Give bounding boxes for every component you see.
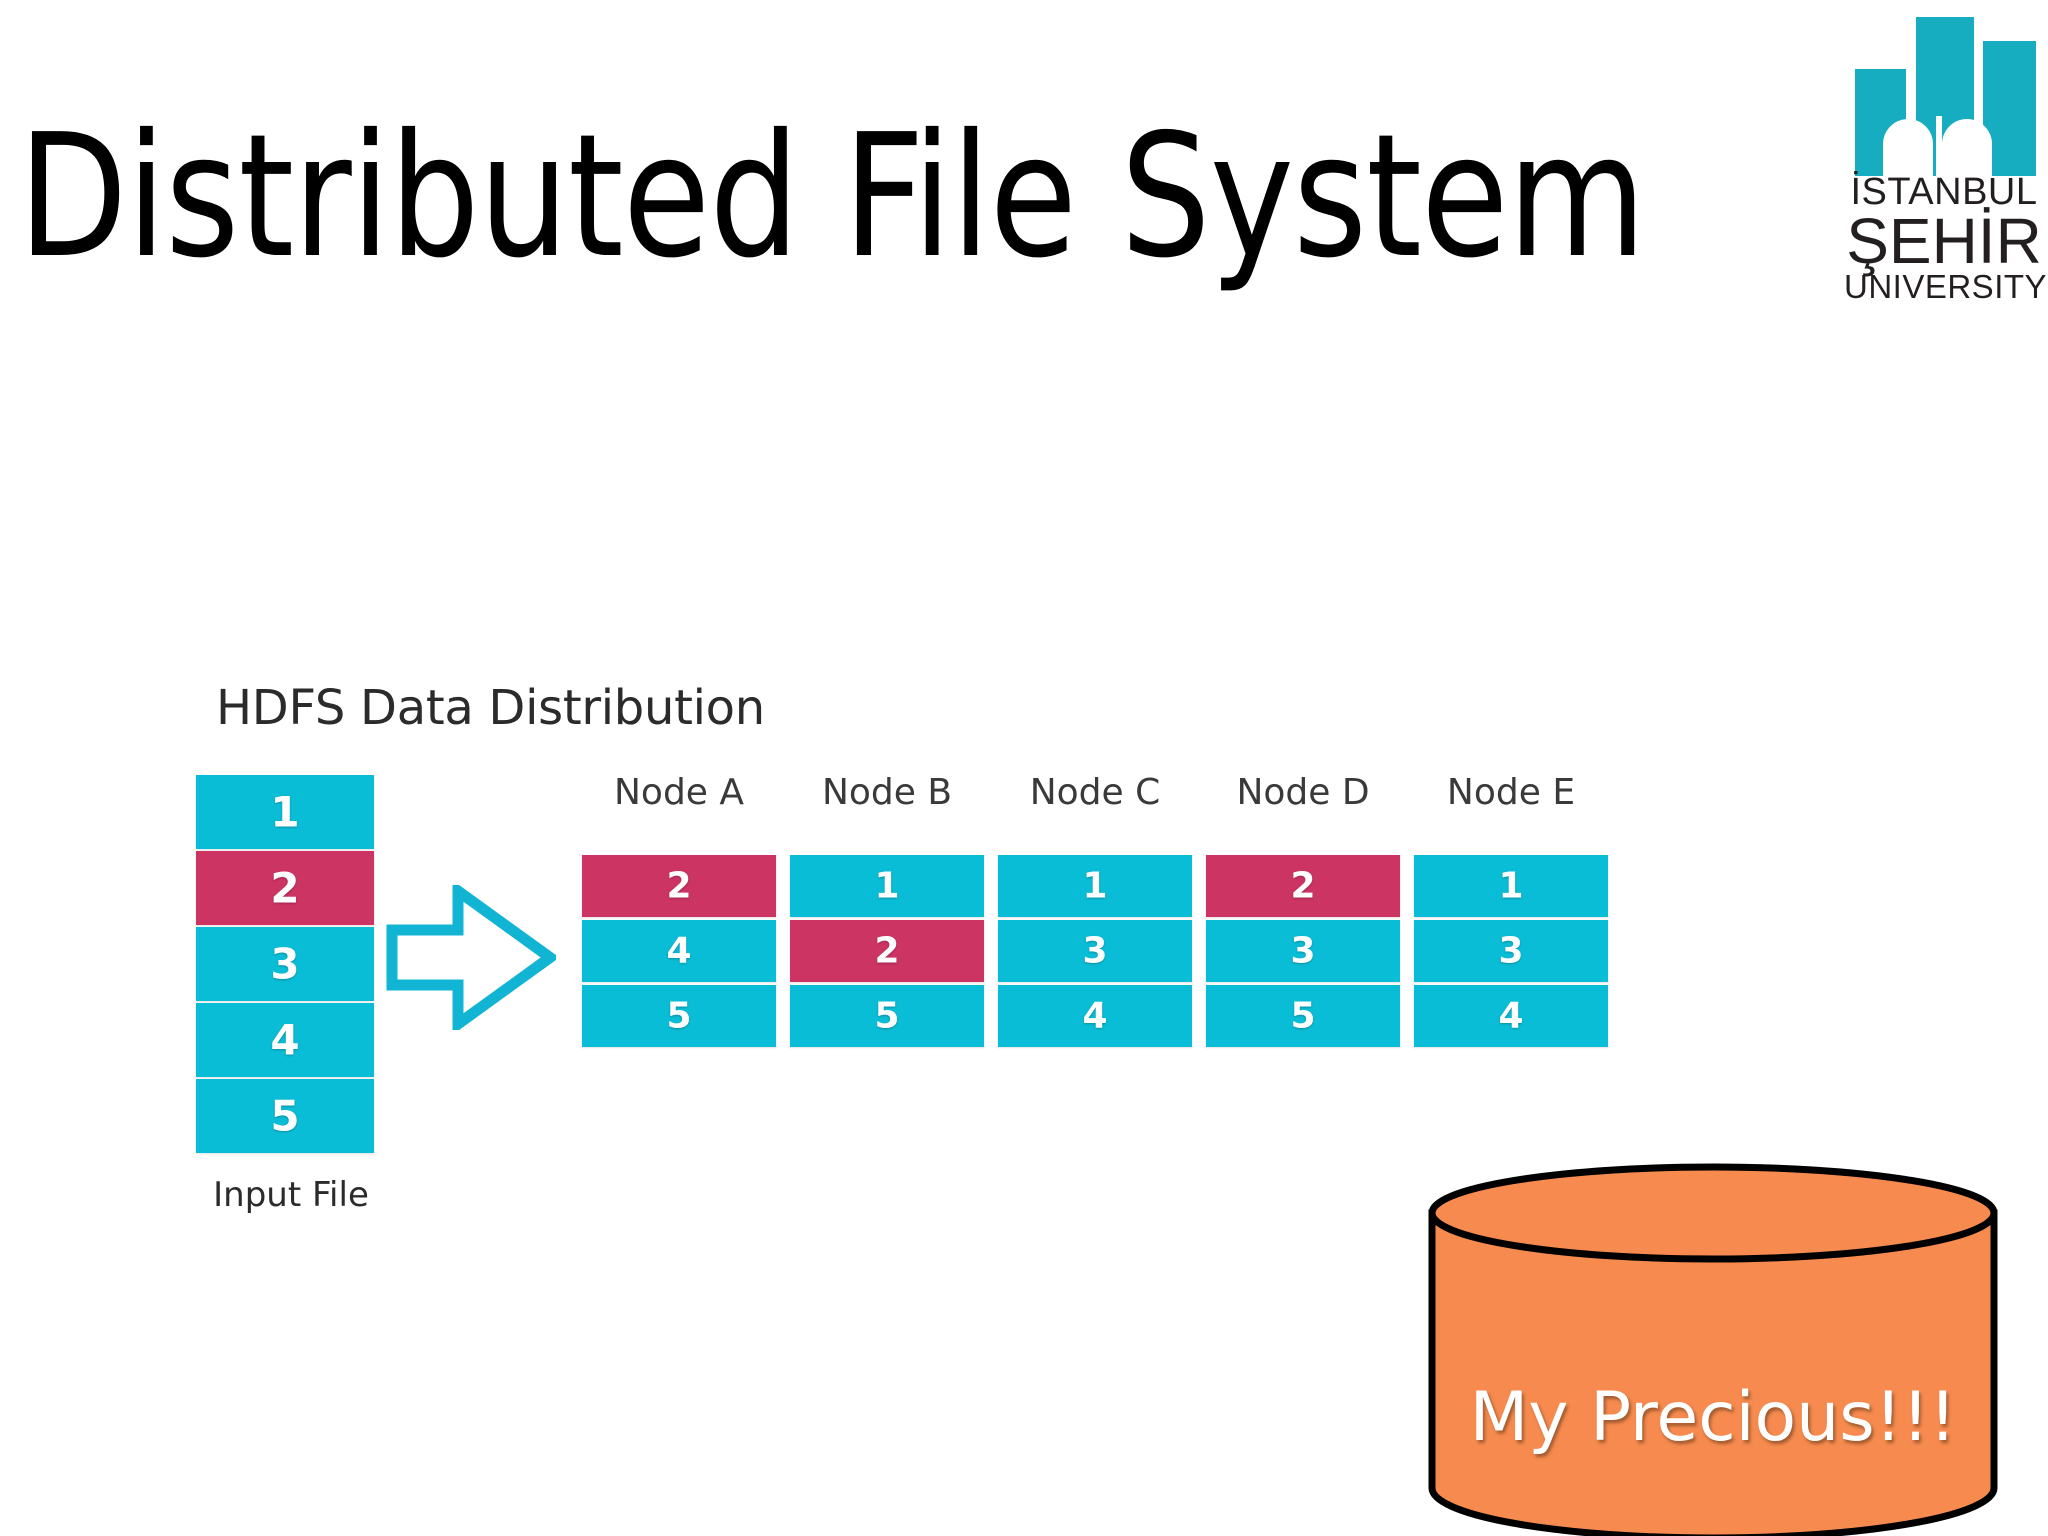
logo-wordmark: İSTANBUL ŞEHİR UNIVERSITY [1844,171,2048,305]
node-data-block-label: 4 [1082,995,1108,1037]
node-data-block: 3 [1206,920,1400,982]
node-data-block-label: 4 [1498,995,1524,1037]
node-data-block-label: 3 [1082,930,1108,972]
input-file-block-label: 2 [270,863,300,913]
node-data-block: 1 [998,855,1192,917]
node-column-node-b: Node B 1 2 5 [790,772,984,1050]
node-column-node-c: Node C 1 3 4 [998,772,1192,1050]
node-data-block: 1 [790,855,984,917]
input-file-block-label: 5 [270,1091,300,1141]
input-file-block: 1 [196,775,374,849]
input-file-stack: 1 2 3 4 5 [196,775,374,1155]
university-logo: İSTANBUL ŞEHİR UNIVERSITY [1844,4,2047,304]
cylinder-shape-icon [1428,1163,1998,1536]
input-file-block-label: 1 [270,787,300,837]
input-file-block-label: 4 [270,1015,300,1065]
node-data-block: 1 [1414,855,1608,917]
logo-line-istanbul: İSTANBUL [1850,171,2038,213]
node-data-block-label: 5 [874,995,900,1037]
node-data-block-label: 1 [1498,865,1524,907]
node-column-node-d: Node D 2 3 5 [1206,772,1400,1050]
node-column-node-e: Node E 1 3 4 [1414,772,1608,1050]
logo-line-sehir: ŞEHİR [1846,205,2042,277]
node-data-block: 5 [790,985,984,1047]
node-data-block: 5 [582,985,776,1047]
node-data-block: 5 [1206,985,1400,1047]
node-data-block-label: 4 [666,930,692,972]
node-column-node-a: Node A 2 4 5 [582,772,776,1050]
node-data-block: 2 [790,920,984,982]
logo-line-university: UNIVERSITY [1844,268,2048,305]
node-title: Node A [613,772,745,813]
node-data-block: 3 [1414,920,1608,982]
node-data-block: 2 [582,855,776,917]
right-arrow-outline-icon [386,885,556,1030]
sehir-buildings-icon [1855,17,2036,176]
input-file-label: Input File [213,1175,369,1215]
node-data-block: 4 [1414,985,1608,1047]
node-data-block-label: 5 [666,995,692,1037]
node-data-block-label: 2 [666,865,692,907]
node-data-block: 2 [1206,855,1400,917]
node-data-block: 4 [582,920,776,982]
input-file-block-label: 3 [270,939,300,989]
page-title: Distributed File System [18,98,1646,296]
input-file-block: 4 [196,1003,374,1077]
input-file-block: 2 [196,851,374,925]
node-title: Node E [1446,772,1576,813]
node-data-block: 4 [998,985,1192,1047]
input-file-block: 3 [196,927,374,1001]
node-data-block-label: 1 [1082,865,1108,907]
node-data-block-label: 3 [1498,930,1524,972]
diagram-caption: HDFS Data Distribution [216,680,765,736]
node-data-block-label: 1 [874,865,900,907]
node-title: Node D [1236,772,1370,813]
storage-cylinder: My Precious!!! [1424,1163,2002,1536]
node-data-block: 3 [998,920,1192,982]
node-data-block-label: 2 [1290,865,1316,907]
node-data-block-label: 3 [1290,930,1316,972]
node-title: Node B [821,772,953,813]
node-title: Node C [1029,772,1161,813]
input-file-block: 5 [196,1079,374,1153]
node-data-block-label: 5 [1290,995,1316,1037]
node-data-block-label: 2 [874,930,900,972]
